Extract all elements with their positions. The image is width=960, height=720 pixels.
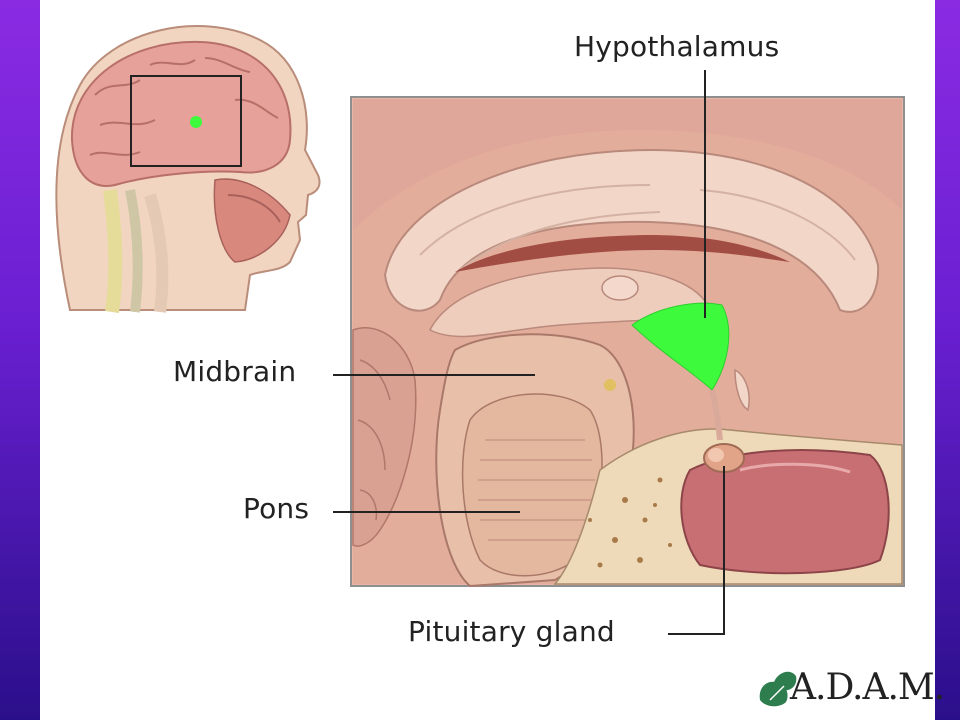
adam-logo-text: A.D.A.M. — [790, 667, 945, 708]
adam-leaf-icon — [759, 671, 797, 707]
label-pons: Pons — [243, 492, 310, 525]
label-hypothalamus: Hypothalamus — [574, 30, 780, 63]
label-pituitary-gland: Pituitary gland — [408, 615, 615, 648]
head-thumbnail — [55, 25, 321, 313]
leader-lines — [333, 70, 725, 635]
pituitary-leader — [668, 466, 725, 635]
label-midbrain: Midbrain — [173, 355, 297, 388]
brain-section-enlarged — [350, 96, 905, 588]
